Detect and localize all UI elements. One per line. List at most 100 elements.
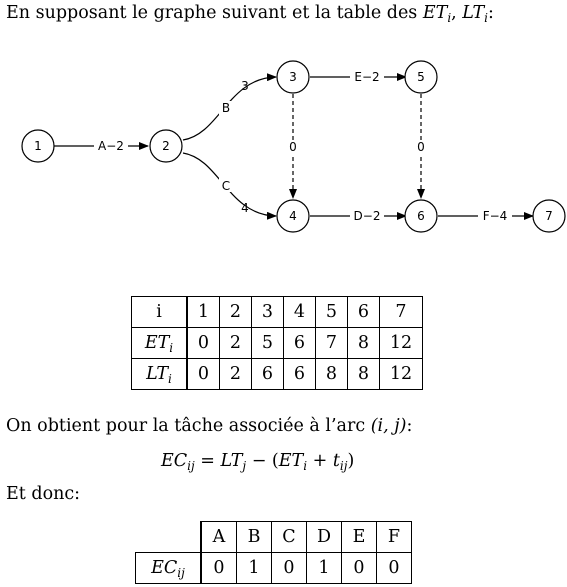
header-cell: 5 xyxy=(315,296,348,328)
table-cell: 0 xyxy=(200,552,237,584)
sentence-arc-text: On obtient pour la tâche associée à l’ar… xyxy=(6,416,371,436)
row-label-et-sub: i xyxy=(169,341,174,355)
intro-et-sub: i xyxy=(447,11,452,25)
table-cell: 0 xyxy=(376,552,412,584)
table-cell: 6 xyxy=(283,358,316,390)
edge-label-c-weight: 4 xyxy=(241,201,249,215)
intro-text: En supposant le graphe suivant et la tab… xyxy=(6,3,494,25)
edge-label-e: E−2 xyxy=(354,70,379,84)
header-cell: F xyxy=(376,521,412,553)
table-cell: 0 xyxy=(186,358,220,390)
header-cell: i xyxy=(131,296,188,328)
table-cell: 2 xyxy=(219,327,252,359)
sentence-arc: On obtient pour la tâche associée à l’ar… xyxy=(6,416,412,436)
node-5-circle xyxy=(404,60,438,94)
node-1-label: 1 xyxy=(34,139,42,153)
node-3-circle xyxy=(276,60,310,94)
table-cell: 12 xyxy=(379,358,423,390)
row-label-et-main: ET xyxy=(144,333,170,353)
header-cell-empty xyxy=(135,521,202,553)
sentence-arc-math: (i, j) xyxy=(370,416,407,436)
header-cell: 6 xyxy=(347,296,380,328)
intro-lt: LT xyxy=(462,3,485,23)
edge-label-d: D−2 xyxy=(354,209,381,223)
table-cell: 1 xyxy=(306,552,342,584)
formula-lt-sub: j xyxy=(242,459,247,473)
node-7-circle xyxy=(532,199,566,233)
table-cell: 8 xyxy=(347,358,380,390)
table-cell: 1 xyxy=(236,552,272,584)
edge-label-a: A−2 xyxy=(98,139,124,153)
table-header-row: i 1 2 3 4 5 6 7 xyxy=(131,296,423,328)
edge-label-dummy-3-4: 0 xyxy=(289,140,297,154)
header-cell: 2 xyxy=(219,296,252,328)
table-row-ec: ECij 0 1 0 1 0 0 xyxy=(135,552,412,584)
header-cell: 3 xyxy=(251,296,284,328)
ec-table: A B C D E F ECij 0 1 0 1 0 0 xyxy=(135,521,412,584)
node-4-circle xyxy=(276,199,310,233)
edge-label-dummy-5-6: 0 xyxy=(417,140,425,154)
node-3-label: 3 xyxy=(289,70,297,84)
et-lt-table: i 1 2 3 4 5 6 7 ETi 0 2 5 6 7 8 12 LTi 0… xyxy=(131,296,423,390)
node-7-label: 7 xyxy=(545,209,553,223)
row-label-lt-sub: i xyxy=(168,372,172,386)
table-cell: 7 xyxy=(315,327,348,359)
intro-comma: , xyxy=(451,3,463,23)
row-label-ec-sub: ij xyxy=(177,566,185,580)
network-graph: A−2 B 3 C 4 E−2 D−2 F−4 0 0 1 2 3 4 5 6 … xyxy=(21,60,566,233)
formula-minus: − ( xyxy=(246,451,279,471)
header-cell: A xyxy=(200,521,237,553)
table-cell: 0 xyxy=(186,327,220,359)
row-label-et: ETi xyxy=(131,327,188,359)
formula: ECij = LTj − (ETi + tij) xyxy=(161,451,355,473)
formula-plus: + xyxy=(307,451,333,471)
header-cell: B xyxy=(236,521,272,553)
header-cell: E xyxy=(341,521,377,553)
formula-ec: EC xyxy=(161,451,188,471)
table-cell: 6 xyxy=(251,358,284,390)
table-cell: 2 xyxy=(219,358,252,390)
formula-lt: LT xyxy=(220,451,243,471)
table-cell: 12 xyxy=(379,327,423,359)
node-2-label: 2 xyxy=(162,139,170,153)
table-cell: 5 xyxy=(251,327,284,359)
row-label-lt: LTi xyxy=(131,358,188,390)
formula-ec-sub: ij xyxy=(187,459,195,473)
header-cell: C xyxy=(271,521,307,553)
formula-t: t xyxy=(332,451,340,471)
node-4-label: 4 xyxy=(289,209,297,223)
table-row-lt: LTi 0 2 6 6 8 8 12 xyxy=(131,358,423,390)
node-1-circle xyxy=(21,129,55,163)
formula-t-sub: ij xyxy=(339,459,348,473)
intro-colon: : xyxy=(488,3,494,23)
edge-label-b-letter: B xyxy=(222,101,230,115)
table-cell: 6 xyxy=(283,327,316,359)
row-label-ec: ECij xyxy=(135,552,202,584)
table-cell: 0 xyxy=(341,552,377,584)
edge-label-f: F−4 xyxy=(483,209,508,223)
formula-et-sub: i xyxy=(303,459,308,473)
table-cell: 8 xyxy=(315,358,348,390)
sentence-arc-colon: : xyxy=(406,416,413,436)
header-cell: 4 xyxy=(283,296,316,328)
intro-plain: En supposant le graphe suivant et la tab… xyxy=(6,3,423,23)
table-row-et: ETi 0 2 5 6 7 8 12 xyxy=(131,327,423,359)
edge-label-b-weight: 3 xyxy=(241,79,249,93)
header-cell: 7 xyxy=(379,296,423,328)
node-5-label: 5 xyxy=(417,70,425,84)
row-label-lt-main: LT xyxy=(146,364,169,384)
conclusion-text: Et donc: xyxy=(6,484,81,504)
node-6-label: 6 xyxy=(417,209,425,223)
header-cell: 1 xyxy=(186,296,220,328)
formula-et: ET xyxy=(278,451,304,471)
formula-close: ) xyxy=(347,451,355,471)
intro-lt-sub: i xyxy=(484,11,489,25)
formula-eq: = xyxy=(194,451,221,471)
table-cell: 0 xyxy=(271,552,307,584)
node-2-circle xyxy=(149,129,183,163)
table-cell: 8 xyxy=(347,327,380,359)
node-6-circle xyxy=(404,199,438,233)
intro-et: ET xyxy=(422,3,448,23)
table-header-row: A B C D E F xyxy=(135,521,412,553)
header-cell: D xyxy=(306,521,342,553)
